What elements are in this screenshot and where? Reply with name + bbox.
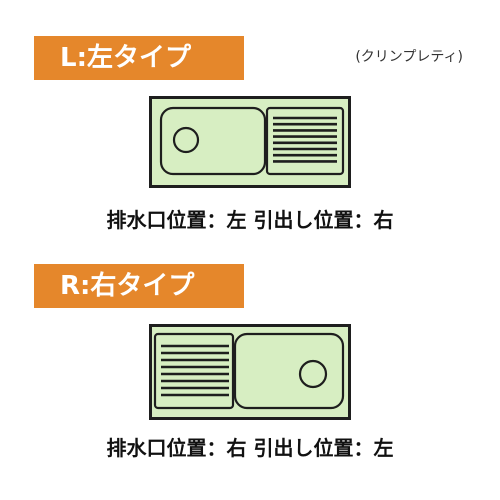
sink-bowl	[233, 332, 345, 410]
drain-hole	[172, 126, 200, 154]
sink-diagram-right	[149, 324, 351, 420]
type-banner-right: R:右タイプ	[34, 264, 244, 308]
sink-bowl	[159, 106, 267, 176]
type-banner-left: L:左タイプ	[34, 36, 244, 80]
drainboard-grooves	[161, 344, 229, 397]
drainboard-grooves	[273, 116, 337, 163]
position-caption-left: 排水口位置：左 引出し位置：右	[106, 208, 394, 232]
sink-diagram-left	[149, 96, 351, 188]
model-note: (クリンプレティ)	[355, 49, 463, 65]
position-caption-right: 排水口位置：右 引出し位置：左	[106, 436, 394, 460]
drain-hole	[298, 359, 328, 389]
